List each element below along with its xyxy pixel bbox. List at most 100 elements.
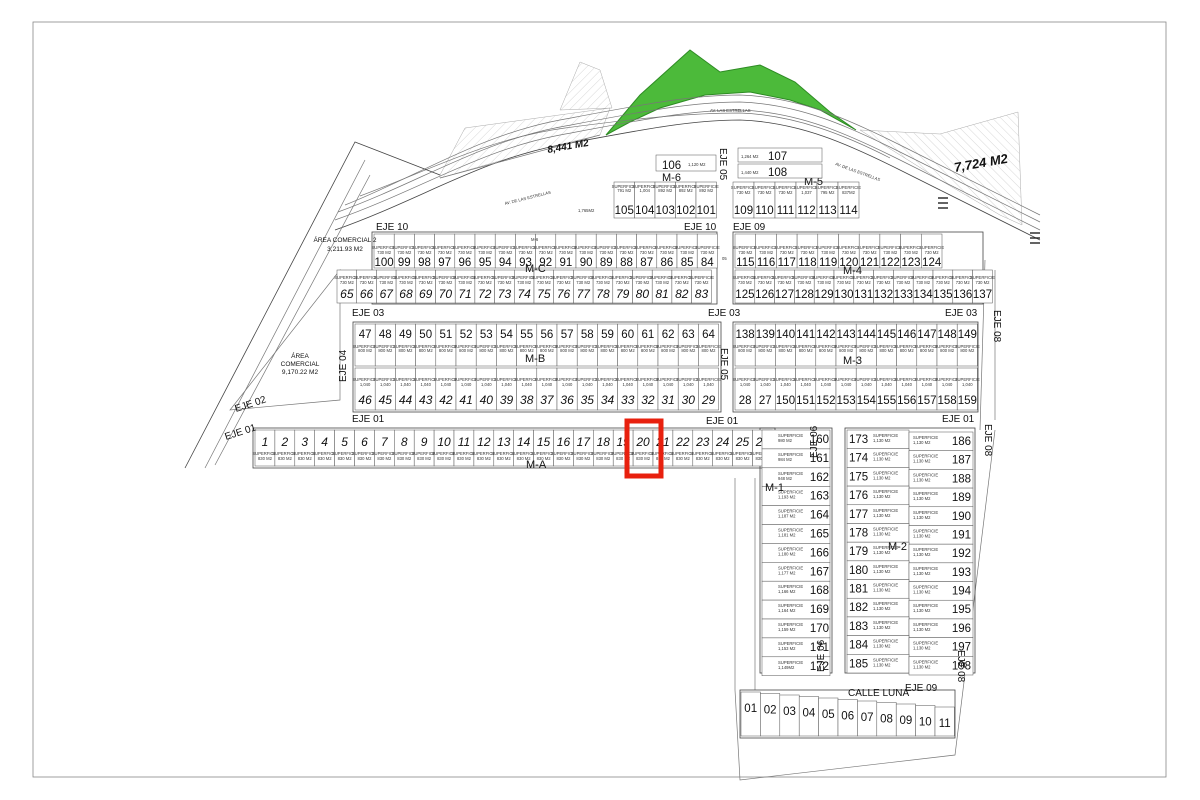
lot-29-parcel[interactable]: [698, 367, 719, 411]
lot-172-parcel[interactable]: [761, 656, 831, 676]
lot-luna-04[interactable]: 04: [798, 696, 819, 737]
lot-64-parcel[interactable]: [698, 323, 719, 367]
lot-107[interactable]: [737, 147, 823, 163]
lot-luna-03[interactable]: 03: [779, 694, 800, 737]
lot-149-parcel[interactable]: [956, 323, 978, 367]
lot-114-parcel[interactable]: [837, 181, 860, 219]
lot-luna-10[interactable]: 10: [915, 705, 936, 737]
lot-108[interactable]: [737, 163, 823, 179]
lot-luna-11-parcel[interactable]: [934, 706, 955, 737]
